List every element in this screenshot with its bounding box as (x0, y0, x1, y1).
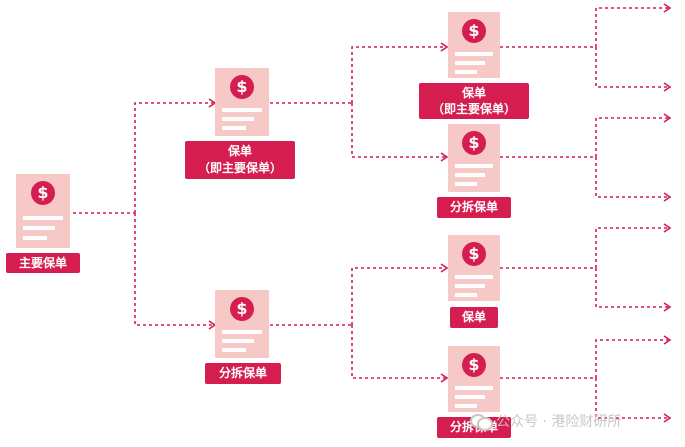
l2-a-label-line1: 保单 (461, 86, 486, 100)
arrowhead (663, 335, 672, 345)
l1-top-label-line1: 保单 (227, 144, 252, 158)
doc-line (455, 293, 477, 297)
doc-line (455, 395, 485, 399)
dollar-coin-icon: $ (31, 181, 55, 205)
l2-d-document-icon: $ (448, 346, 500, 412)
arrowhead (663, 82, 672, 92)
connector-root-to-top (134, 102, 213, 213)
arrowhead (440, 263, 449, 273)
connector-a-down (595, 47, 668, 88)
doc-line (455, 404, 477, 408)
l2-a-label-line2: （即主要保单） (431, 102, 516, 116)
dollar-coin-icon: $ (462, 242, 486, 266)
doc-line (23, 216, 63, 220)
root-label: 主要保单 (6, 253, 80, 273)
doc-line (455, 284, 485, 288)
doc-line (455, 52, 493, 56)
doc-line (455, 386, 493, 390)
doc-line (222, 108, 262, 112)
connector-l1top-to-b (351, 103, 445, 158)
doc-line (455, 275, 493, 279)
connector-d-up (595, 339, 668, 378)
l2-c-label: 保单 (450, 307, 498, 328)
l2-c-document-icon: $ (448, 235, 500, 301)
watermark-text: 公众号 · 港险财研所 (496, 414, 622, 430)
arrowhead (440, 42, 449, 52)
arrowhead (663, 113, 672, 123)
l1-bottom-document-icon: $ (215, 290, 269, 358)
arrowhead (663, 3, 672, 13)
connector-l1top-to-a (351, 46, 445, 103)
doc-line (222, 330, 262, 334)
dollar-coin-icon: $ (462, 19, 486, 43)
doc-line (455, 173, 485, 177)
watermark: 公众号 · 港险财研所 (470, 410, 621, 432)
wechat-icon (470, 414, 493, 431)
l1-top-label: 保单 （即主要保单） (185, 141, 295, 179)
root-document-icon: $ (16, 174, 70, 248)
l2-a-document-icon: $ (448, 12, 500, 78)
connector-a-up (595, 7, 668, 47)
arrowhead (663, 223, 672, 233)
arrowhead (663, 413, 672, 423)
l1-bottom-label-text: 分拆保单 (218, 366, 267, 380)
l2-b-document-icon: $ (448, 124, 500, 192)
connector-b-up (595, 117, 668, 157)
l2-b-label-text: 分拆保单 (449, 200, 498, 214)
l1-bottom-label: 分拆保单 (205, 363, 281, 384)
arrowhead (663, 192, 672, 202)
doc-line (455, 70, 477, 74)
doc-line (222, 126, 246, 130)
connector-d-down (595, 378, 668, 419)
doc-line (222, 117, 254, 121)
l1-top-label-line2: （即主要保单） (197, 161, 282, 175)
l2-b-label: 分拆保单 (437, 197, 511, 218)
arrowhead (663, 302, 672, 312)
arrowhead (440, 152, 449, 162)
doc-line (222, 339, 254, 343)
doc-line (23, 226, 55, 230)
l2-a-label: 保单 （即主要保单） (419, 83, 529, 119)
doc-line (455, 61, 485, 65)
doc-line (222, 348, 246, 352)
dollar-coin-icon: $ (230, 75, 254, 99)
doc-line (23, 236, 47, 240)
dollar-coin-icon: $ (462, 353, 486, 377)
doc-line (455, 164, 493, 168)
l1-top-document-icon: $ (215, 68, 269, 136)
l2-c-label-text: 保单 (461, 310, 486, 324)
connector-l1bottom-to-c (351, 267, 445, 325)
dollar-coin-icon: $ (230, 297, 254, 321)
connector-c-up (595, 227, 668, 268)
doc-line (455, 182, 477, 186)
root-label-text: 主要保单 (18, 256, 67, 270)
dollar-coin-icon: $ (462, 131, 486, 155)
connector-l1bottom-to-d (351, 325, 445, 379)
connector-root-to-bottom (134, 213, 213, 326)
connector-c-down (595, 268, 668, 308)
arrowhead (440, 373, 449, 383)
connector-b-down (595, 157, 668, 198)
